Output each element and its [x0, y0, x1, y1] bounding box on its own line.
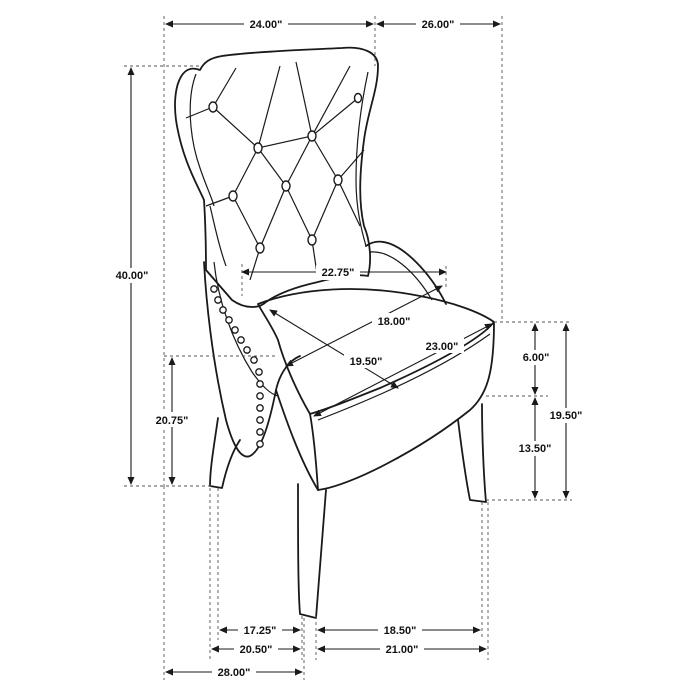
front-left-leg [297, 483, 327, 619]
dimension-labels: 24.00" 26.00" 40.00" 20.75" 22.75" 18.00… [112, 16, 586, 680]
back-inner-edge [189, 73, 215, 207]
back-lower-band [209, 205, 227, 267]
label-side-leg-span: 18.50" [384, 625, 417, 637]
label-side-base: 21.00" [386, 644, 419, 656]
tufting-lines [185, 61, 365, 281]
label-seat-height: 20.75" [156, 415, 189, 427]
label-overall-height: 40.00" [116, 270, 149, 282]
label-base-width: 28.00" [218, 667, 251, 679]
seat-apron-left [275, 389, 319, 491]
label-arm-height: 19.50" [550, 410, 583, 422]
label-seat-diagonal: 19.50" [350, 356, 383, 368]
label-inner-width: 22.75" [322, 267, 355, 279]
left-side-inner [213, 261, 279, 397]
label-lower-height: 13.50" [519, 443, 552, 455]
chair-back-outline [174, 46, 379, 308]
label-seat-width: 18.00" [378, 316, 411, 328]
nailhead-trim [210, 285, 264, 448]
right-arm-curve [365, 240, 447, 305]
back-left-leg [209, 417, 241, 489]
label-seat-depth: 23.00" [426, 341, 459, 353]
label-arm-rise: 6.00" [523, 352, 550, 364]
seat-front-face [309, 321, 495, 491]
label-overall-width: 24.00" [250, 19, 283, 31]
front-right-leg [457, 403, 487, 503]
chair-drawing [174, 46, 495, 619]
tufting-buttons [208, 92, 363, 254]
label-front-leg-span: 17.25" [244, 625, 277, 637]
label-overall-depth: 26.00" [422, 19, 455, 31]
back-right-inner-edge [355, 71, 369, 247]
label-front-base: 20.50" [240, 644, 273, 656]
